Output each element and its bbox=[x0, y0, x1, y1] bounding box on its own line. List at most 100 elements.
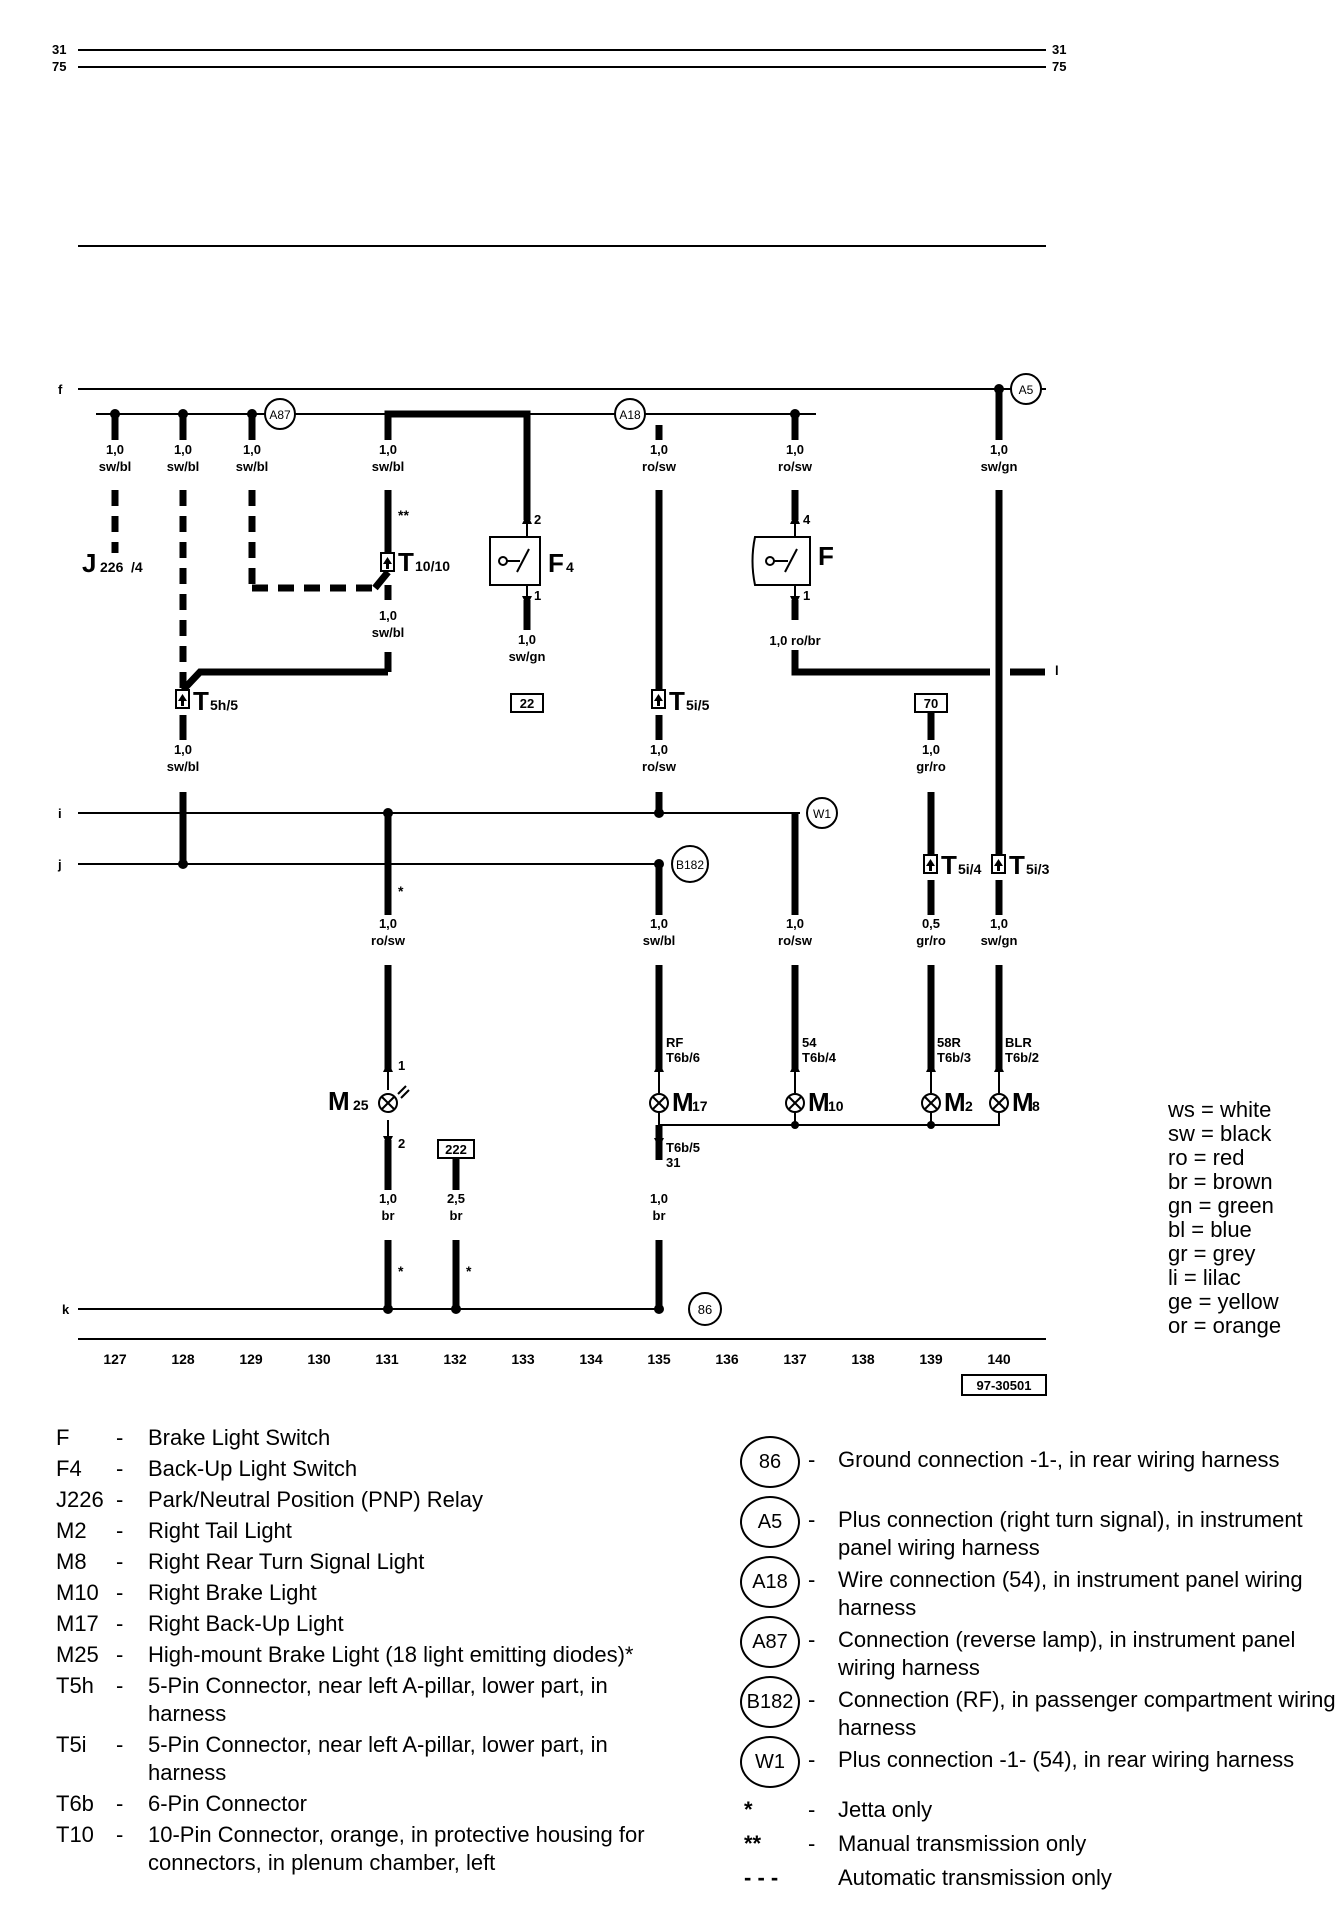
relay-j226: J 226 /4 bbox=[82, 548, 143, 578]
wire-label: 1,0 ro/br bbox=[769, 633, 820, 648]
connection-symbol: B182 bbox=[740, 1676, 800, 1728]
legend-dash: - bbox=[116, 1456, 124, 1481]
legend-dash: - bbox=[116, 1425, 124, 1450]
wire-label: 1,0 bbox=[650, 1191, 668, 1206]
connection-a18: A18 bbox=[614, 398, 646, 430]
legend-description: Connection (reverse lamp), in instrument… bbox=[838, 1627, 1296, 1680]
connection-legend-item: A18-Wire connection (54), in instrument … bbox=[740, 1556, 1340, 1620]
legend-dash: - bbox=[116, 1611, 124, 1636]
legend-description: Automatic transmission only bbox=[838, 1865, 1112, 1890]
wire-label: ro/sw bbox=[778, 459, 813, 474]
tail-light-m2: 58R T6b/3 M 2 bbox=[921, 1035, 973, 1125]
wire-label: 1,0 bbox=[518, 632, 536, 647]
connection-symbol: A5 bbox=[740, 1496, 800, 1548]
legend-item: T5i-5-Pin Connector, near left A-pillar,… bbox=[56, 1731, 676, 1787]
page-number-bottom-right: 75 bbox=[1052, 59, 1066, 74]
backup-light-m17: RF T6b/6 M 17 T6b/5 31 bbox=[649, 1035, 708, 1170]
wire-label: 1,0 bbox=[650, 742, 668, 757]
wire-label: sw/bl bbox=[167, 759, 200, 774]
legend-item: T6b-6-Pin Connector bbox=[56, 1790, 676, 1818]
track-number: 138 bbox=[851, 1351, 875, 1367]
svg-text:10: 10 bbox=[828, 1098, 844, 1114]
svg-text:22: 22 bbox=[520, 696, 534, 711]
svg-text:RF: RF bbox=[666, 1035, 683, 1050]
color-key-entry: bl = blue bbox=[1168, 1217, 1252, 1242]
connection-legend: 86-Ground connection -1-, in rear wiring… bbox=[740, 1436, 1340, 1898]
legend-description: 6-Pin Connector bbox=[148, 1791, 307, 1816]
connection-symbol: A18 bbox=[740, 1556, 800, 1608]
legend-dash: - bbox=[116, 1791, 124, 1816]
brake-light-m10: 54 T6b/4 M 10 bbox=[785, 1035, 844, 1125]
legend-code: M2 bbox=[56, 1518, 87, 1543]
ref-box-70: 70 bbox=[914, 693, 948, 713]
legend-description: Back-Up Light Switch bbox=[148, 1456, 358, 1481]
page-number-top-left: 31 bbox=[52, 42, 66, 57]
connection-a5: A5 bbox=[1010, 373, 1042, 405]
legend-code: M25 bbox=[56, 1642, 99, 1667]
svg-text:1: 1 bbox=[534, 588, 541, 603]
svg-text:M: M bbox=[808, 1087, 830, 1117]
svg-text:31: 31 bbox=[666, 1155, 680, 1170]
svg-text:T: T bbox=[1009, 850, 1025, 880]
track-number: 137 bbox=[783, 1351, 807, 1367]
svg-text:226: 226 bbox=[100, 559, 124, 575]
wire-label: 1,0 bbox=[174, 442, 192, 457]
wire-label: 1,0 bbox=[786, 442, 804, 457]
svg-text:A87: A87 bbox=[269, 408, 291, 422]
svg-text:1: 1 bbox=[803, 588, 810, 603]
legend-description: Jetta only bbox=[838, 1797, 933, 1822]
svg-text:17: 17 bbox=[692, 1098, 708, 1114]
svg-text:70: 70 bbox=[924, 696, 938, 711]
wire-label: 1,0 bbox=[650, 442, 668, 457]
legend-dash: - bbox=[116, 1673, 124, 1698]
wire-labels: 1,0 sw/bl 1,0 sw/bl 1,0 sw/bl 1,0 sw/bl … bbox=[99, 442, 1018, 1223]
svg-text:T: T bbox=[941, 850, 957, 880]
color-key-entry: ge = yellow bbox=[1168, 1289, 1279, 1314]
legend-item: J226-Park/Neutral Position (PNP) Relay bbox=[56, 1486, 676, 1514]
svg-text:A5: A5 bbox=[1019, 383, 1034, 397]
legend-dash: - bbox=[116, 1549, 124, 1574]
legend-code: M17 bbox=[56, 1611, 99, 1636]
legend-code: T5i bbox=[56, 1732, 87, 1757]
legend-dash: - bbox=[116, 1732, 124, 1757]
legend-description: Plus connection -1- (54), in rear wiring… bbox=[838, 1747, 1295, 1772]
jetta-mark: * bbox=[466, 1263, 472, 1279]
wire-label: 0,5 bbox=[922, 916, 940, 931]
manual-trans-mark: ** bbox=[398, 507, 409, 523]
svg-text:5h/5: 5h/5 bbox=[210, 697, 238, 713]
connector-t5h: T 5h/5 bbox=[175, 686, 238, 716]
legend-item: F4 -Back-Up Light Switch bbox=[56, 1455, 676, 1483]
svg-text:25: 25 bbox=[353, 1097, 369, 1113]
wire-label: 1,0 bbox=[990, 916, 1008, 931]
connection-legend-item: A87-Connection (reverse lamp), in instru… bbox=[740, 1616, 1340, 1680]
legend-code: T5h bbox=[56, 1673, 94, 1698]
rail-f-label: f bbox=[58, 382, 63, 397]
legend-description: Right Rear Turn Signal Light bbox=[148, 1549, 425, 1574]
legend-code: F4 bbox=[56, 1456, 82, 1481]
connector-t5i-3: T 5i/3 bbox=[991, 850, 1050, 880]
svg-text:T6b/4: T6b/4 bbox=[802, 1050, 837, 1065]
wire-label: 1,0 bbox=[650, 916, 668, 931]
note-symbol: - - - bbox=[744, 1865, 779, 1890]
svg-text:F: F bbox=[548, 548, 564, 578]
legend-item: M10-Right Brake Light bbox=[56, 1579, 676, 1607]
color-key-entry: li = lilac bbox=[1168, 1265, 1241, 1290]
track-number: 139 bbox=[919, 1351, 943, 1367]
track-number: 133 bbox=[511, 1351, 535, 1367]
note-legend-item: - - - Automatic transmission only bbox=[740, 1864, 1340, 1898]
wire-label: sw/bl bbox=[236, 459, 269, 474]
legend-dash: - bbox=[116, 1642, 124, 1667]
wire-label: 1,0 bbox=[174, 742, 192, 757]
rail-k-label: k bbox=[62, 1302, 70, 1317]
legend-dash: - bbox=[808, 1567, 816, 1592]
svg-text:5i/4: 5i/4 bbox=[958, 861, 982, 877]
track-number: 134 bbox=[579, 1351, 603, 1367]
note-legend-item: **-Manual transmission only bbox=[740, 1830, 1340, 1864]
wire-label: 1,0 bbox=[379, 608, 397, 623]
legend-item: T5h-5-Pin Connector, near left A-pillar,… bbox=[56, 1672, 676, 1728]
color-key-entry: gr = grey bbox=[1168, 1241, 1256, 1266]
svg-text:86: 86 bbox=[698, 1302, 712, 1317]
svg-text:5i/3: 5i/3 bbox=[1026, 861, 1050, 877]
